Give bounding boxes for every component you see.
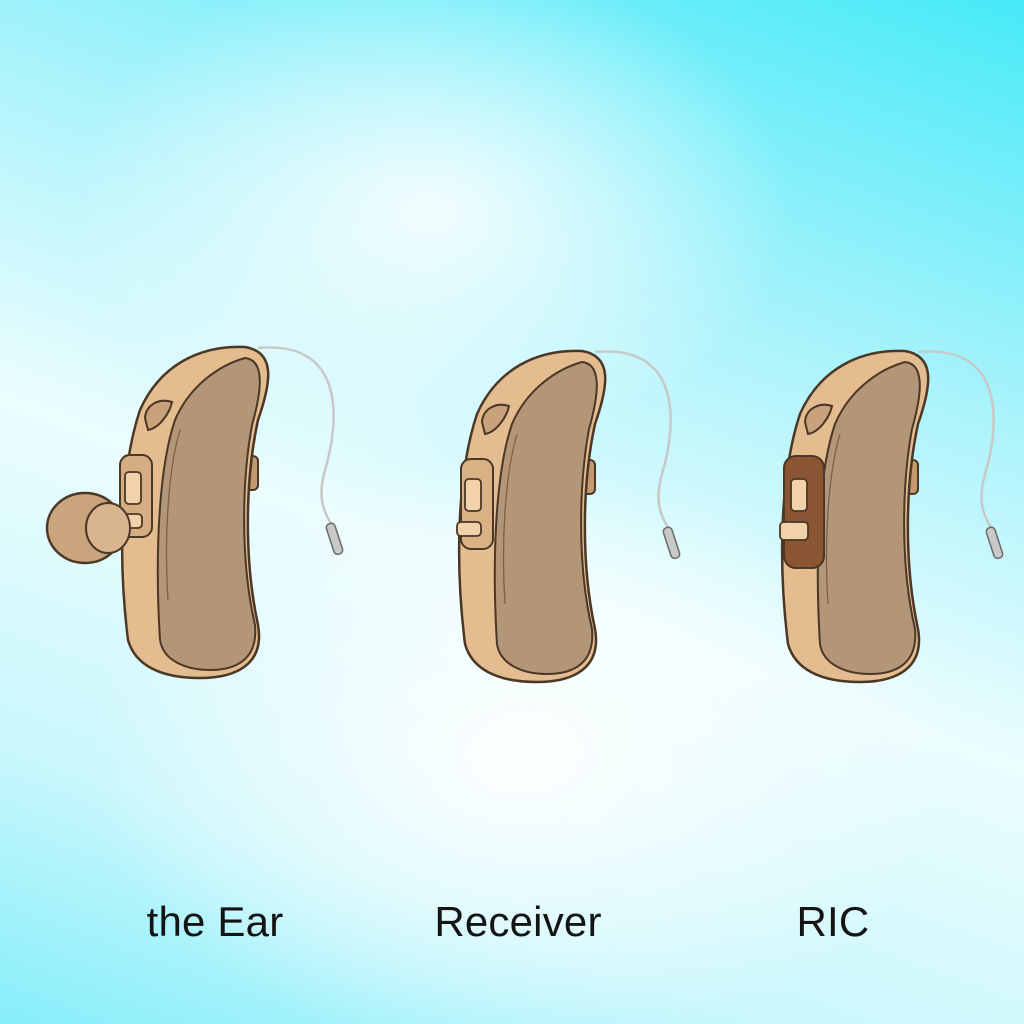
hearing-aid-2 [456,349,682,684]
label-ric: RIC [796,898,870,945]
hearing-aid-3 [779,349,1005,684]
label-the-ear: the Ear [146,898,284,945]
control-panel [456,458,494,550]
control-panel [779,455,825,569]
hearing-aid-1 [45,345,345,680]
ear-dome [45,491,131,565]
label-receiver: Receiver [434,898,602,945]
